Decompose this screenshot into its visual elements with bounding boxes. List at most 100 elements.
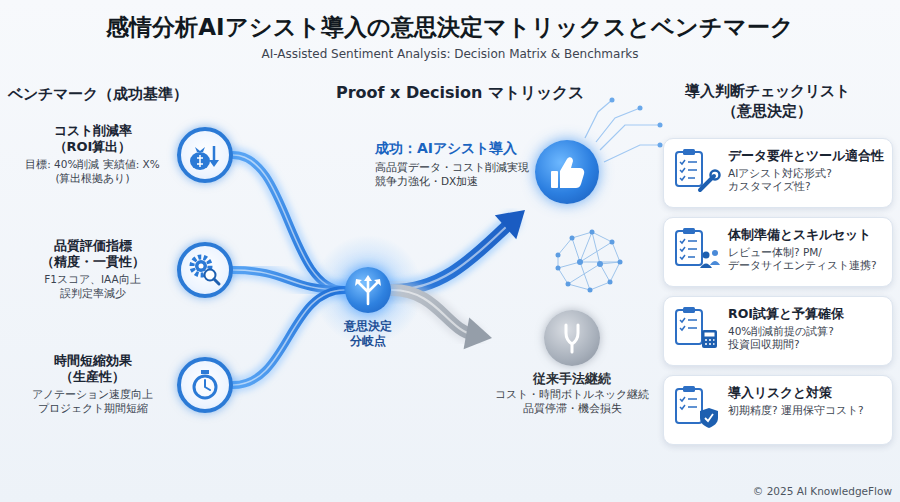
gear-icon [192,257,219,284]
stopwatch-icon [194,370,216,398]
stopwatch-button [201,370,209,374]
circuit-line [585,100,612,138]
network-node [577,259,583,265]
branch-icon [355,275,381,304]
thumb-cuff [551,171,558,188]
connector-glow [233,290,344,385]
clipboard-clip [683,228,695,234]
clipboard-icon [676,228,720,268]
benchmark-body: アノテーション速度向上 プロジェクト期間短縮 [23,388,163,415]
connector-glow [392,222,511,290]
decision-hub-circle [345,267,391,313]
section-label: ベンチマーク（成功基準） [8,84,208,104]
benchmark-icon-circle [177,127,233,183]
checklist-card: ROI試算と予算確保 40%削減前提の試算? 投資回収期間? [663,296,893,366]
down-arrow-head [209,160,219,167]
network-line [558,232,620,290]
checklist-heading: ROI試算と予算確保 [728,306,890,322]
circuit-line [604,145,660,162]
connector-line [392,222,511,290]
success-icon-circle [535,140,599,204]
clipboard-checks [680,318,697,330]
money-bag-icon [190,146,219,170]
connector-highlight [392,222,511,290]
benchmark-item: 品質評価指標 （精度・一貫性） F1スコア、IAA向上 誤判定率減少 [10,230,233,310]
clipboard-board [676,152,702,186]
person-head [712,250,718,256]
stopwatch-face [194,376,216,398]
connector-glow [233,155,344,290]
calculator-body [702,330,717,348]
network-node [566,282,571,287]
flow-connector [233,155,344,290]
checklist-heading: 導入リスクと対策 [728,385,890,401]
network-node [608,280,613,285]
section-label: AI-Assisted Sentiment Analysis: Decision… [0,46,900,62]
checklist-card: 体制準備とスキルセットレビュー体制? PM/データサイエンティスト連携? [663,217,893,287]
connector-highlight [233,155,344,290]
benchmark-body: F1スコア、IAA向上 誤判定率減少 [23,273,163,300]
benchmark-heading: コスト削減率 （ROI算出） [37,123,149,155]
wrench-handle [700,176,714,190]
circuit-line [600,125,660,150]
checklist-heading: データ要件とツール適合性 [728,148,890,164]
circuit-lines [585,100,660,162]
circuit-dot [658,123,663,128]
network-line [558,232,620,290]
hub-label: 意思決定 分岐点 [328,319,408,349]
network-node [590,230,595,235]
checklist-body: 40%削減前提の試算? 投資回収期間? [728,325,886,351]
outcome-body: 高品質データ・コスト削減実現 競争力強化・DX加速 [375,160,533,188]
flow-connector [233,290,344,385]
diagram-title: 感情分析AIアシスト導入の意思決定マトリックスとベンチマーク [0,12,900,42]
checklist-icons [676,149,720,428]
clipboard-icon [676,149,720,190]
network-node [597,261,603,267]
network-node [556,253,561,258]
split-lines [566,325,578,352]
outcome-heading: 成功：AIアシスト導入 [375,139,535,157]
branch-lines [359,280,377,304]
section-label: © 2025 AI KnowledgeFlow [660,484,892,498]
outcome-heading: 従来手法継続 [492,371,652,387]
flow-connector [392,290,492,349]
network-node [618,260,623,265]
stopwatch-hands [205,380,210,390]
shield-check [705,414,713,421]
section-label: 導入判断チェックリスト （意思決定） [672,81,862,121]
benchmark-icon-circle [177,242,233,298]
outcome-body: コスト・時間ボトルネック継続 品質停滞・機会損失 [492,388,652,415]
connector-line [392,290,474,335]
clipboard-board [676,231,702,265]
checklist-body: レビュー体制? PM/データサイエンティスト連携? [728,246,886,272]
clipboard-checks [680,239,697,259]
benchmark-heading: 品質評価指標 （精度・一貫性） [37,238,149,270]
magnifier-handle [214,279,219,284]
shield [700,408,718,428]
bag-mark [197,155,203,167]
clipboard-icon [676,307,717,348]
brain-network [558,232,620,290]
gear-hole [199,264,204,269]
section-label: Proof x Decision マトリックス [320,83,600,103]
circuit-dot [638,106,643,111]
outcome-node: 従来手法継続コスト・時間ボトルネック継続 品質停滞・機会損失 [492,308,652,412]
branch-heads [355,275,381,286]
checklist-card: 導入リスクと対策初期精度? 運用保守コスト? [663,375,893,445]
bag-knot [195,147,205,152]
arrow-head [464,318,492,350]
checklist-body: 初期精度? 運用保守コスト? [728,404,886,417]
benchmark-icon-circle [177,357,233,413]
gear-body [195,260,207,272]
down-arrow [213,146,216,162]
network-node [570,236,575,241]
thumb-hand [560,157,584,188]
flow-connector [392,210,525,290]
connector-highlight [392,290,474,335]
connector-line [233,155,344,290]
bag-body [190,152,210,170]
network-node [610,240,615,245]
circuit-dots [610,98,663,148]
